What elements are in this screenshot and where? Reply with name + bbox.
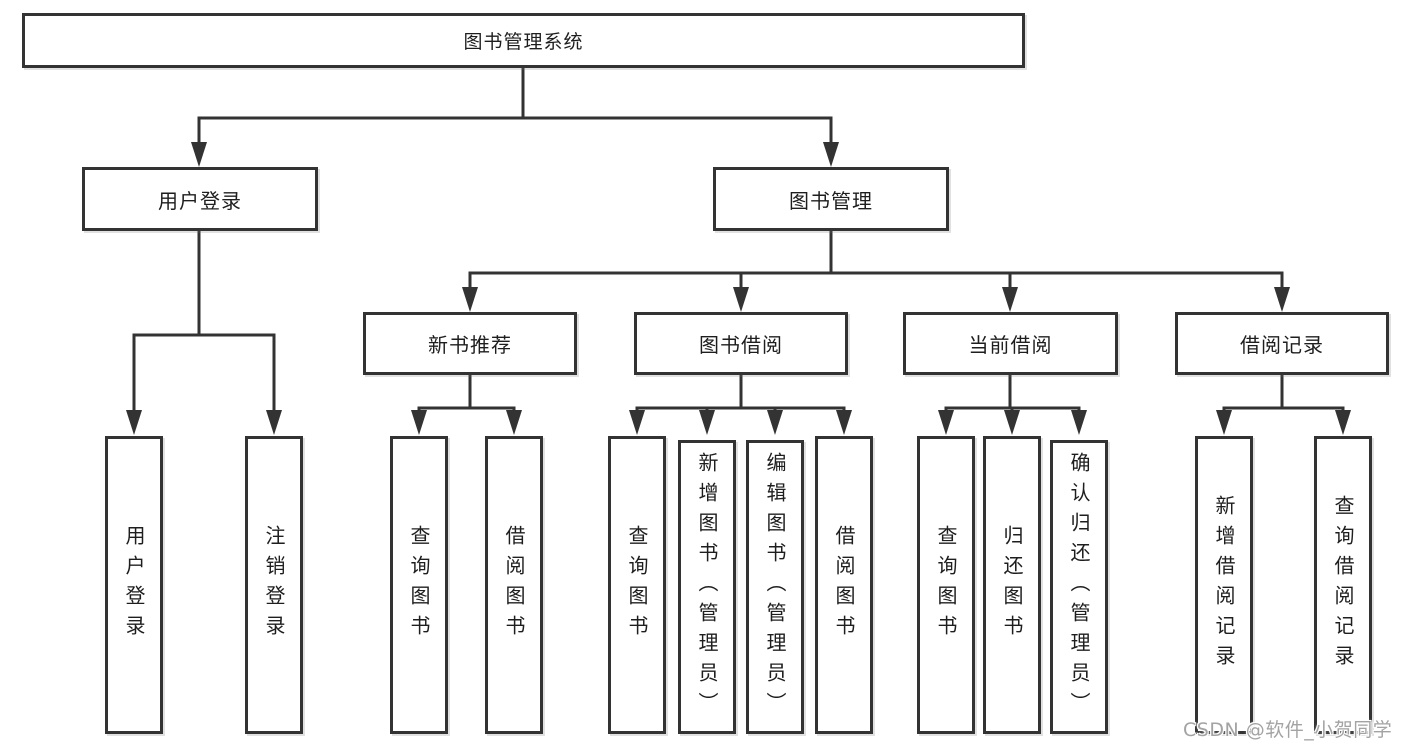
arrowhead xyxy=(629,410,645,435)
leaf-confirm-return-admin: 确认归还（管理员） xyxy=(1050,440,1108,734)
arrowhead xyxy=(1004,410,1020,435)
node-current-borrow-label: 当前借阅 xyxy=(968,333,1053,357)
arrowhead xyxy=(733,287,749,312)
leaf-return-books: 归还图书 xyxy=(983,436,1041,734)
arrowhead xyxy=(938,410,954,435)
node-book-borrow: 图书借阅 xyxy=(634,312,848,375)
leaf-logout: 注销登录 xyxy=(245,436,303,734)
leaf-borrow-query-books-label: 查询图书 xyxy=(625,525,649,645)
node-user-login: 用户登录 xyxy=(82,167,318,231)
arrowhead xyxy=(191,142,207,167)
arrowhead xyxy=(462,287,478,312)
node-root: 图书管理系统 xyxy=(22,13,1025,68)
arrowhead xyxy=(1071,410,1087,435)
leaf-return-books-label: 归还图书 xyxy=(1000,525,1024,645)
leaf-edit-books-admin-label: 编辑图书（管理员） xyxy=(763,452,787,722)
leaf-add-borrow-record-label: 新增借阅记录 xyxy=(1212,495,1236,675)
leaf-current-query-books-label: 查询图书 xyxy=(934,525,958,645)
csdn-watermark: CSDN @软件_小贺同学 xyxy=(1183,719,1393,741)
leaf-borrow-query-books: 查询图书 xyxy=(608,436,666,734)
leaf-confirm-return-admin-label: 确认归还（管理员） xyxy=(1067,452,1091,722)
arrowhead xyxy=(823,142,839,167)
node-new-book-recommend: 新书推荐 xyxy=(363,312,577,375)
arrowhead xyxy=(767,410,783,435)
leaf-recommend-query-books: 查询图书 xyxy=(390,436,448,734)
leaf-borrow-books-label: 借阅图书 xyxy=(832,525,856,645)
arrowhead xyxy=(1216,410,1232,435)
arrowhead xyxy=(126,410,142,435)
arrowhead xyxy=(836,410,852,435)
arrowhead xyxy=(411,410,427,435)
leaf-edit-books-admin: 编辑图书（管理员） xyxy=(746,440,804,734)
leaf-logout-label: 注销登录 xyxy=(262,525,286,645)
arrowhead xyxy=(506,410,522,435)
node-user-login-label: 用户登录 xyxy=(158,188,242,213)
leaf-add-borrow-record: 新增借阅记录 xyxy=(1195,436,1253,734)
node-current-borrow: 当前借阅 xyxy=(903,312,1118,375)
leaf-recommend-borrow-books: 借阅图书 xyxy=(485,436,543,734)
leaf-query-borrow-record-label: 查询借阅记录 xyxy=(1331,495,1355,675)
leaf-user-login: 用户登录 xyxy=(105,436,163,734)
leaf-current-query-books: 查询图书 xyxy=(917,436,975,734)
leaf-add-books-admin-label: 新增图书（管理员） xyxy=(695,452,719,722)
node-book-management-label: 图书管理 xyxy=(789,188,873,213)
arrowhead xyxy=(1274,287,1290,312)
arrowhead xyxy=(1002,287,1018,312)
arrowhead xyxy=(266,410,282,435)
leaf-user-login-label: 用户登录 xyxy=(122,525,146,645)
leaf-borrow-books: 借阅图书 xyxy=(815,436,873,734)
node-root-label: 图书管理系统 xyxy=(463,31,584,53)
node-borrow-records: 借阅记录 xyxy=(1175,312,1389,375)
leaf-recommend-query-books-label: 查询图书 xyxy=(407,525,431,645)
node-book-borrow-label: 图书借阅 xyxy=(699,333,783,357)
node-book-management: 图书管理 xyxy=(713,167,949,231)
node-borrow-records-label: 借阅记录 xyxy=(1240,333,1324,357)
leaf-recommend-borrow-books-label: 借阅图书 xyxy=(502,525,526,645)
arrowhead xyxy=(1335,410,1351,435)
leaf-query-borrow-record: 查询借阅记录 xyxy=(1314,436,1372,734)
node-new-book-recommend-label: 新书推荐 xyxy=(428,333,512,357)
arrowhead xyxy=(699,410,715,435)
leaf-add-books-admin: 新增图书（管理员） xyxy=(678,440,736,734)
